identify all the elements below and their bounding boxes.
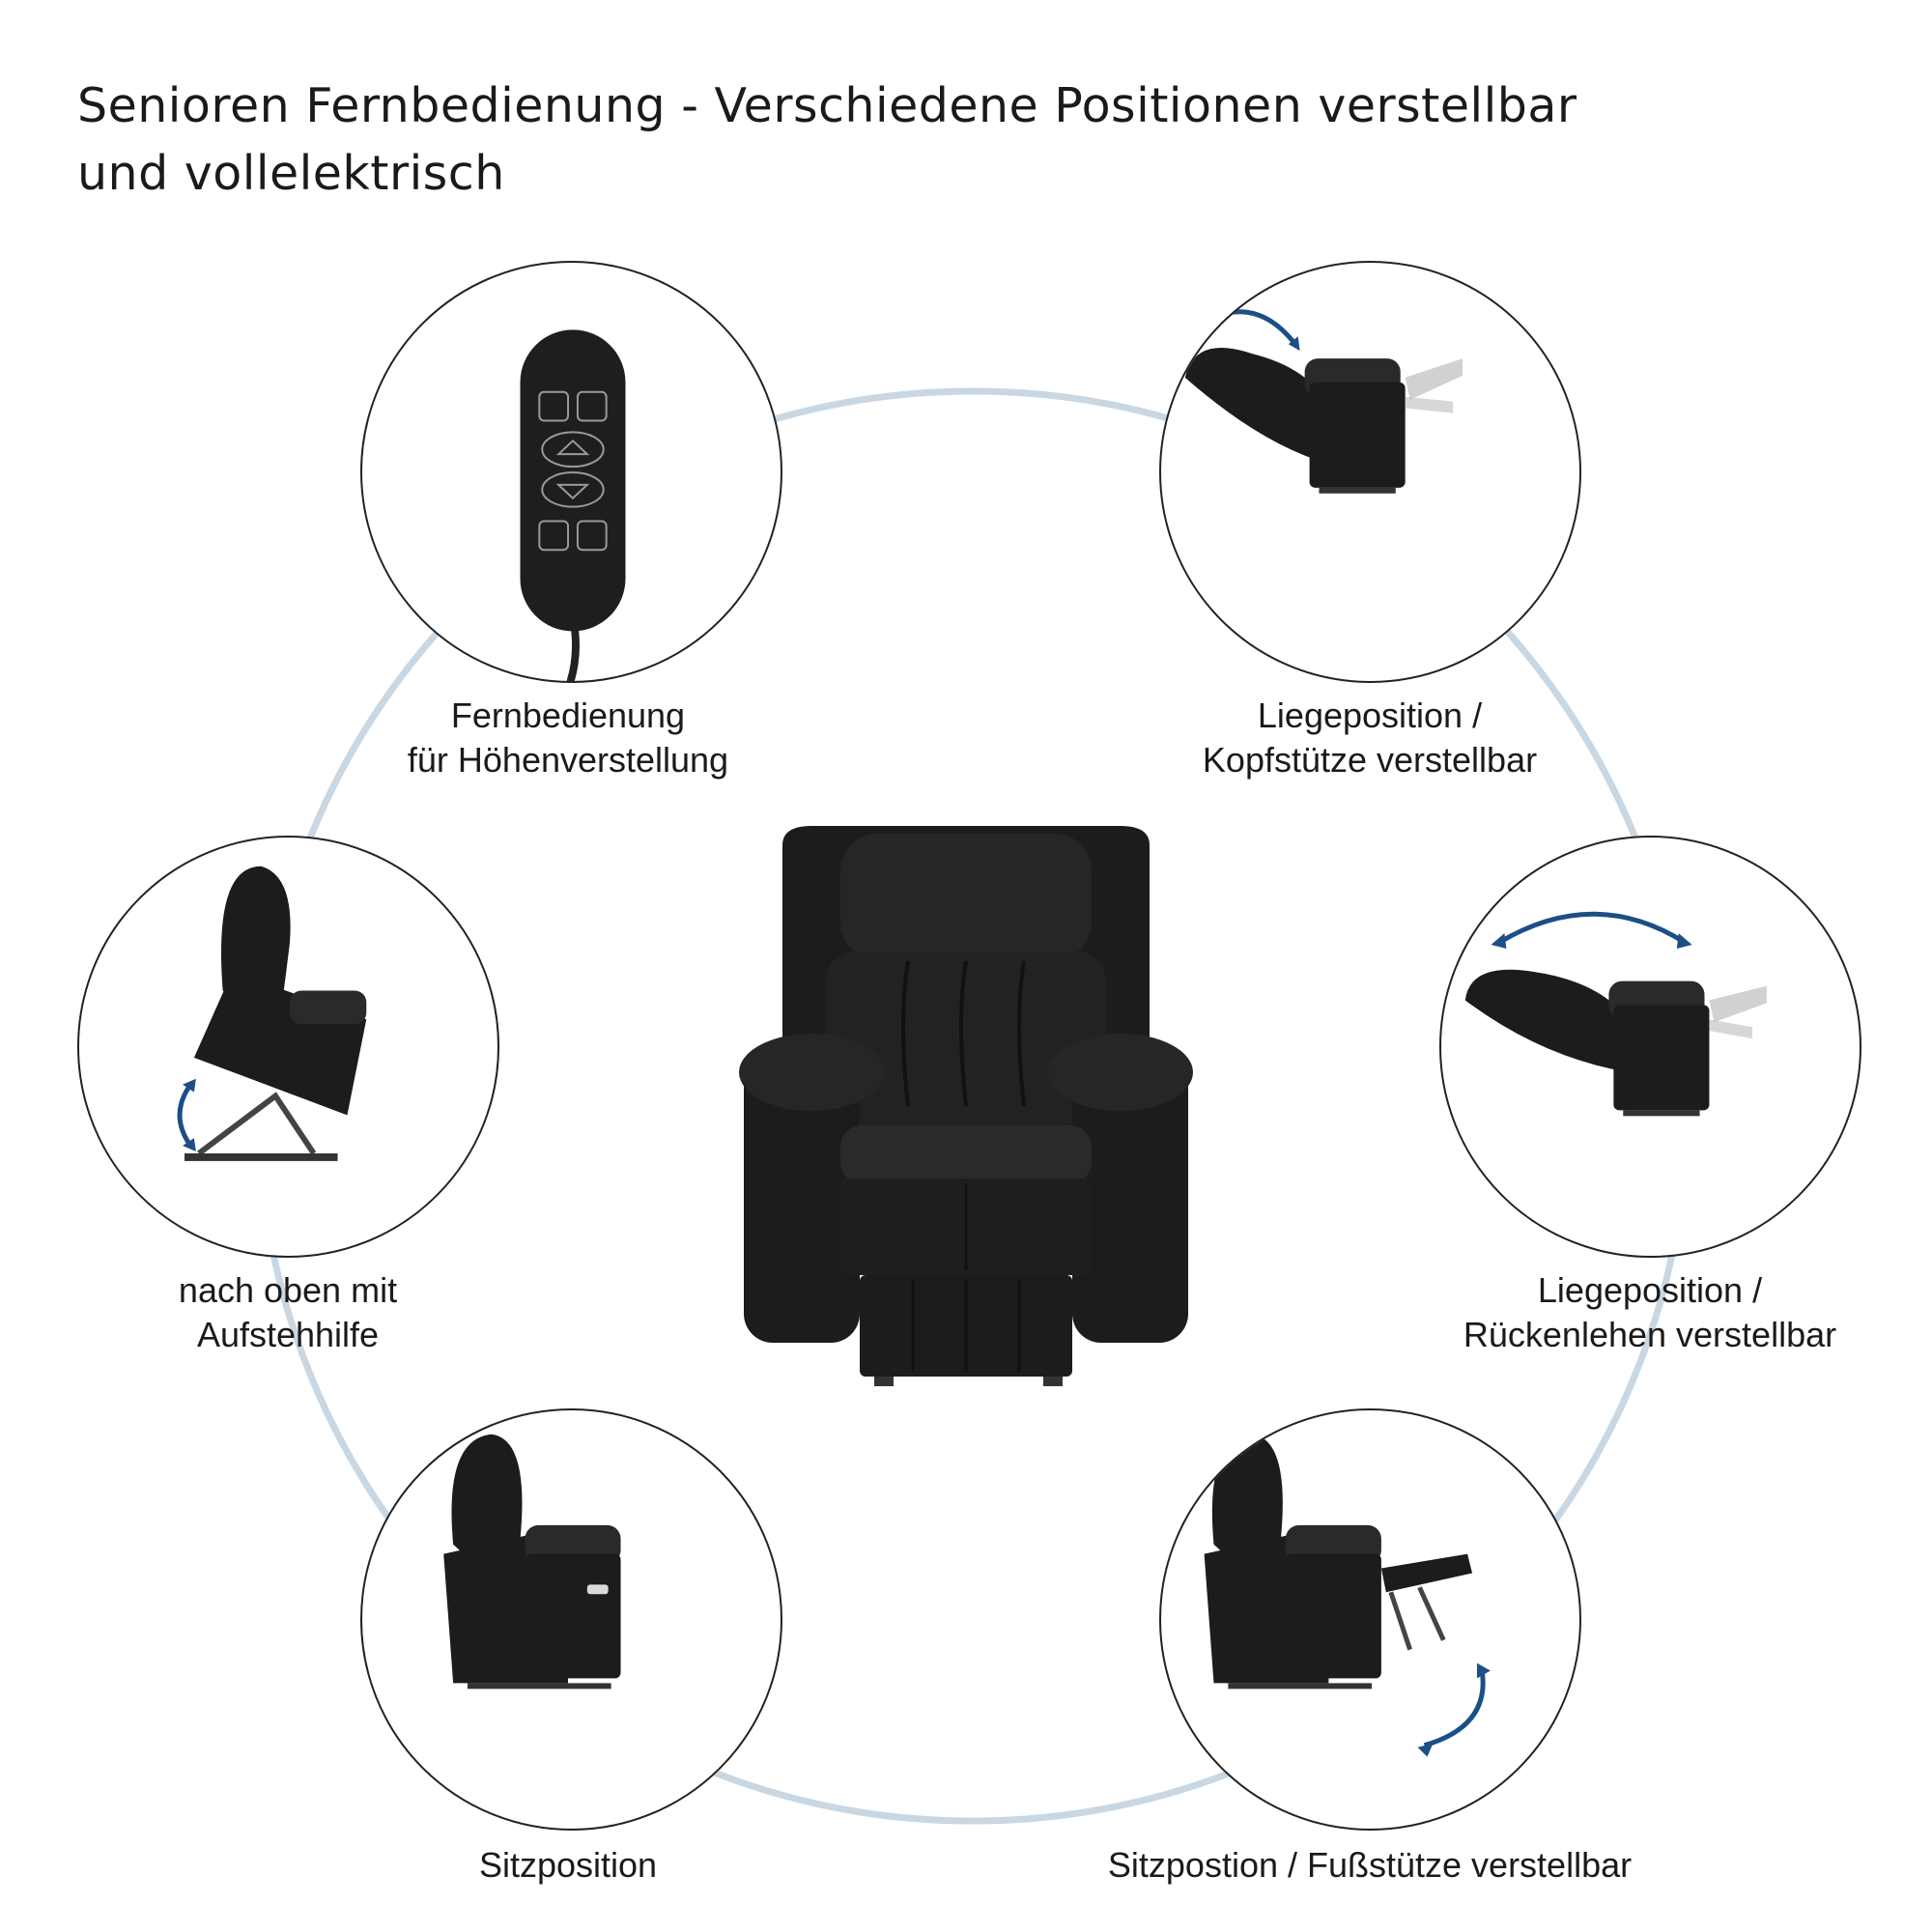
recliner-chair-front-icon: [739, 826, 1193, 1386]
reclined-backrest-chair-icon: [1464, 911, 1767, 1117]
remote-control-circle: [360, 261, 782, 683]
caption-seated: Sitzposition: [478, 1845, 658, 1885]
footrest-chair-icon: [1204, 1434, 1491, 1757]
reclined-headrest-circle: [1159, 261, 1581, 683]
caption-lift-assist: nach oben mit Aufstehhilfe: [178, 1270, 398, 1354]
footrest-circle: [1159, 1408, 1581, 1831]
caption-footrest: Sitzpostion / Fußstütze verstellbar: [1107, 1845, 1633, 1885]
caption-reclined-backrest: Liegeposition / Rückenlehen verstellbar: [1463, 1270, 1837, 1354]
lift-assist-circle: [77, 836, 499, 1258]
page-title: Senioren Fernbedienung - Verschiedene Po…: [77, 72, 1816, 208]
seated-circle: [360, 1408, 782, 1831]
remote-control-icon: [520, 329, 626, 681]
seated-chair-icon: [443, 1434, 621, 1690]
title-line-2: und vollelektrisch: [77, 146, 505, 201]
reclined-headrest-chair-icon: [1184, 302, 1463, 494]
reclined-backrest-circle: [1439, 836, 1861, 1258]
lift-assist-chair-icon: [177, 866, 367, 1161]
caption-reclined-headrest: Liegeposition / Kopfstütze verstellbar: [1202, 696, 1538, 780]
title-line-1: Senioren Fernbedienung - Verschiedene Po…: [77, 78, 1577, 133]
caption-remote: Fernbedienung für Höhenverstellung: [407, 696, 729, 780]
